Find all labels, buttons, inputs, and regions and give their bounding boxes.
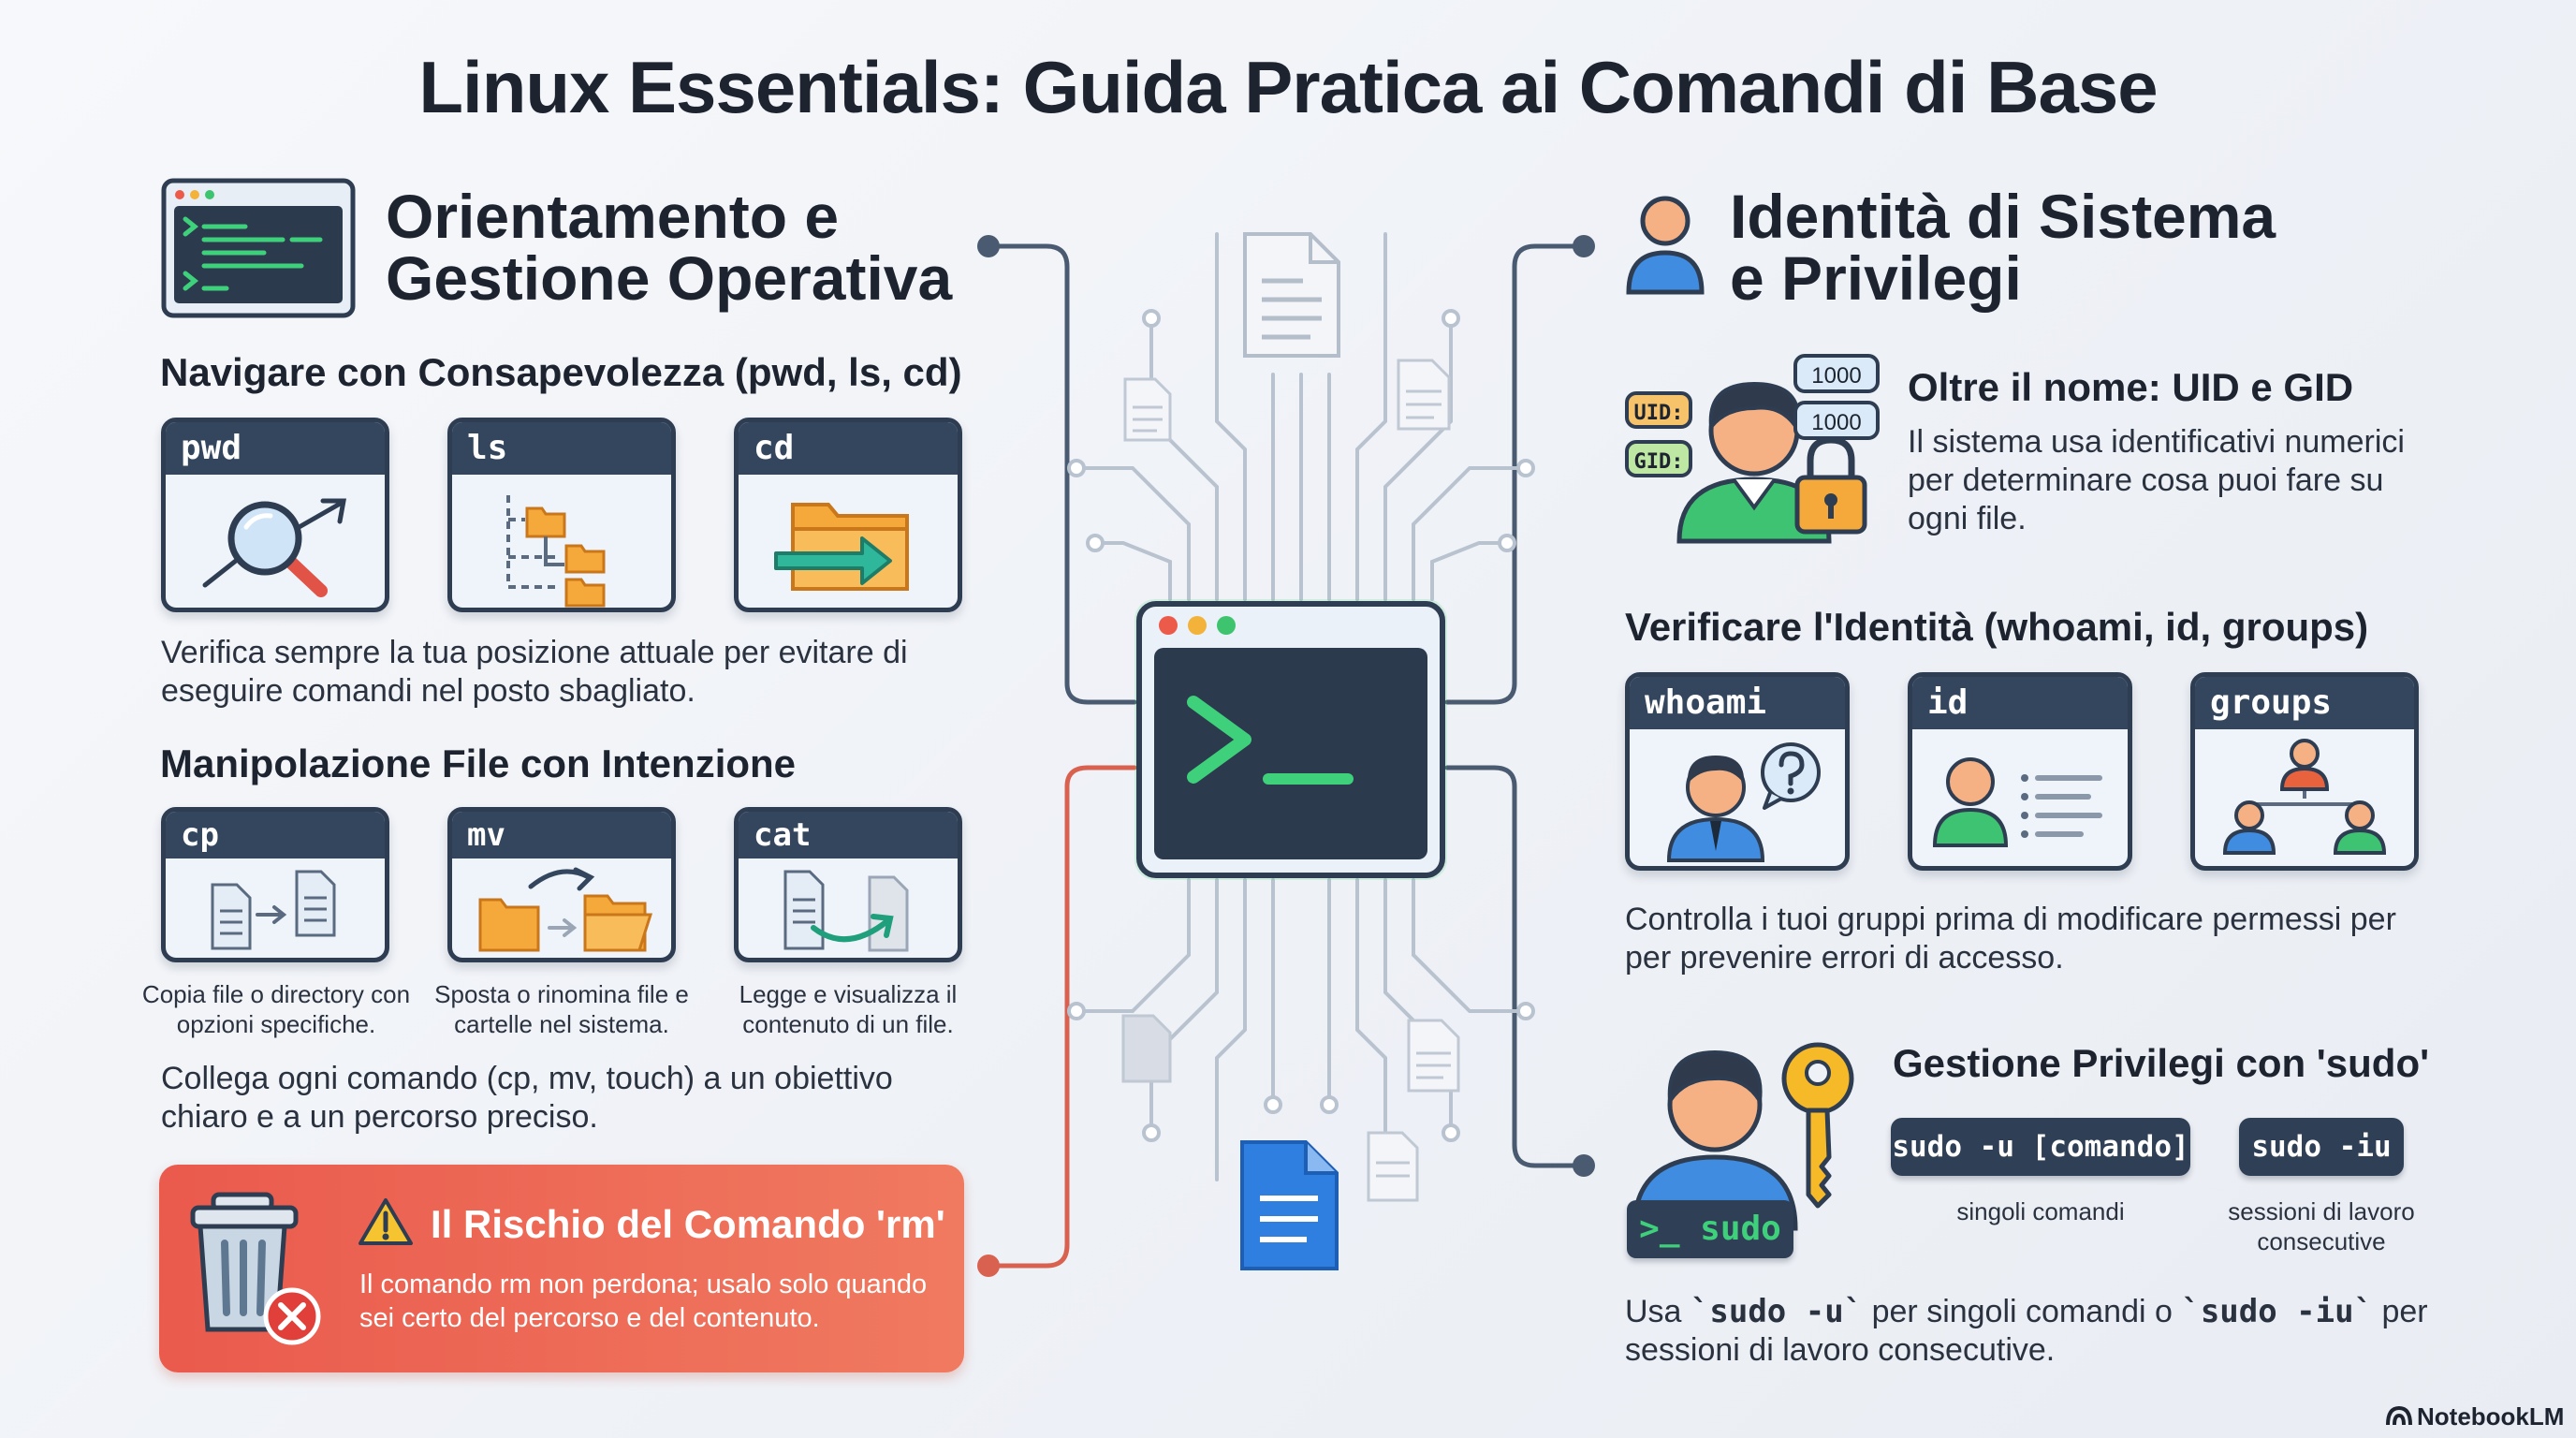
sudo-text-mid: per singoli comandi o xyxy=(1863,1294,2182,1329)
rm-warning-title: Il Rischio del Comando 'rm' xyxy=(431,1202,945,1246)
connector-bottom-left xyxy=(986,765,1137,1269)
sudo-text-post: per sessioni di lavoro consecutive. xyxy=(1625,1294,2428,1368)
whoami-card: whoami xyxy=(1625,672,1850,871)
ls-card-label: ls xyxy=(452,422,671,475)
id-card: id xyxy=(1908,672,2132,871)
mv-card: mv xyxy=(447,807,676,962)
sudo-iu-caption: sessioni di lavoro consecutive xyxy=(2228,1197,2415,1255)
connector-top-right xyxy=(1444,243,1587,705)
notebooklm-logo-icon xyxy=(2386,1405,2412,1426)
central-circuit-diagram xyxy=(977,232,1595,1277)
gid-label: GID: xyxy=(1633,450,1684,474)
sudo-badge: >_ sudo xyxy=(1627,1200,1793,1258)
cd-card: cd xyxy=(734,418,962,612)
cat-card-label: cat xyxy=(739,812,958,858)
uid-heading: Oltre il nome: UID e GID xyxy=(1908,365,2354,409)
sudo-u-pill: sudo -u [comando] xyxy=(1891,1118,2190,1176)
id-list-icon xyxy=(1932,757,2102,847)
document-icon xyxy=(1123,377,1172,442)
uid-text: Il sistema usa identificativi numerici p… xyxy=(1908,424,2405,536)
cp-card: cp xyxy=(161,807,389,962)
sudo-iu-pill: sudo -iu xyxy=(2239,1118,2404,1176)
sudo-u-caption: singoli comandi xyxy=(1956,1197,2125,1225)
copy-file-icon xyxy=(211,870,336,950)
user-question-icon xyxy=(1666,742,1821,862)
user-icon xyxy=(1626,196,1705,295)
connector-dot xyxy=(1573,235,1595,257)
uid-value: 1000 xyxy=(1811,363,1862,389)
folder-tree-icon xyxy=(506,495,606,608)
rm-warning-text: Il comando rm non perdona; usalo solo qu… xyxy=(359,1269,928,1333)
mv-card-label: mv xyxy=(452,812,671,858)
connector-dot xyxy=(977,1255,1000,1277)
page-title: Linux Essentials: Guida Pratica ai Coman… xyxy=(418,46,2158,128)
sudo-text: Usa `sudo -u` per singoli comandi o `sud… xyxy=(1625,1293,2449,1370)
document-icon xyxy=(1407,1019,1460,1093)
magnifier-icon xyxy=(202,498,346,597)
connector-bottom-right xyxy=(1444,765,1587,1168)
connector-dot xyxy=(977,235,1000,257)
connector-top-left xyxy=(986,243,1137,705)
uid-label: UID: xyxy=(1633,402,1684,425)
folder-enter-icon xyxy=(774,503,909,591)
verify-text: Controlla i tuoi gruppi prima di modific… xyxy=(1625,902,2396,976)
files-text: Collega ogni comando (cp, mv, touch) a u… xyxy=(161,1061,893,1135)
sudo-heading: Gestione Privilegi con 'sudo' xyxy=(1893,1041,2430,1085)
document-icon xyxy=(1243,232,1340,358)
document-icon xyxy=(1367,1131,1419,1202)
sudo-code-iu: `sudo -iu` xyxy=(2181,1293,2374,1330)
mv-caption: Sposta o rinomina file e cartelle nel si… xyxy=(434,980,689,1038)
read-file-icon xyxy=(783,870,909,952)
groups-card-label: groups xyxy=(2195,677,2414,729)
warning-triangle-icon xyxy=(359,1198,413,1245)
pwd-card-label: pwd xyxy=(166,422,385,475)
verify-heading: Verificare l'Identità (whoami, id, group… xyxy=(1625,605,2369,649)
ls-card: ls xyxy=(447,418,676,612)
connector-dot xyxy=(1573,1154,1595,1177)
terminal-logo-icon xyxy=(161,178,356,318)
left-heading-line1: Orientamento e xyxy=(386,182,840,251)
groups-card: groups xyxy=(2190,672,2419,871)
pwd-card: pwd xyxy=(161,418,389,612)
trash-delete-icon xyxy=(190,1192,321,1345)
group-users-icon xyxy=(2222,739,2387,855)
id-card-label: id xyxy=(1912,677,2128,729)
whoami-card-label: whoami xyxy=(1630,677,1845,729)
rm-warning-box: Il Rischio del Comando 'rm' Il comando r… xyxy=(159,1165,964,1372)
gid-value: 1000 xyxy=(1811,410,1862,435)
document-blue-icon xyxy=(1240,1140,1339,1270)
cat-card: cat xyxy=(734,807,962,962)
brand-label: NotebookLM xyxy=(2417,1402,2565,1431)
nav-text: Verifica sempre la tua posizione attuale… xyxy=(161,635,908,709)
document-icon xyxy=(1397,359,1451,431)
cd-card-label: cd xyxy=(739,422,958,475)
cp-caption: Copia file o directory con opzioni speci… xyxy=(141,980,411,1038)
right-heading-line2: e Privilegi xyxy=(1730,243,2022,313)
left-heading-line2: Gestione Operativa xyxy=(386,243,953,313)
move-folder-icon xyxy=(478,867,653,952)
cat-caption: Legge e visualizza il contenuto di un fi… xyxy=(739,980,958,1038)
cp-card-label: cp xyxy=(166,812,385,858)
uid-gid-user-icon xyxy=(1625,354,1880,544)
sudo-text-pre: Usa xyxy=(1625,1294,1690,1329)
nav-heading: Navigare con Consapevolezza (pwd, ls, cd… xyxy=(160,350,962,394)
files-heading: Manipolazione File con Intenzione xyxy=(160,741,797,785)
right-heading-line1: Identità di Sistema xyxy=(1730,182,2276,251)
sudo-code-u: `sudo -u` xyxy=(1690,1293,1864,1330)
document-icon xyxy=(1121,1014,1172,1083)
terminal-window-icon xyxy=(1134,599,1447,880)
